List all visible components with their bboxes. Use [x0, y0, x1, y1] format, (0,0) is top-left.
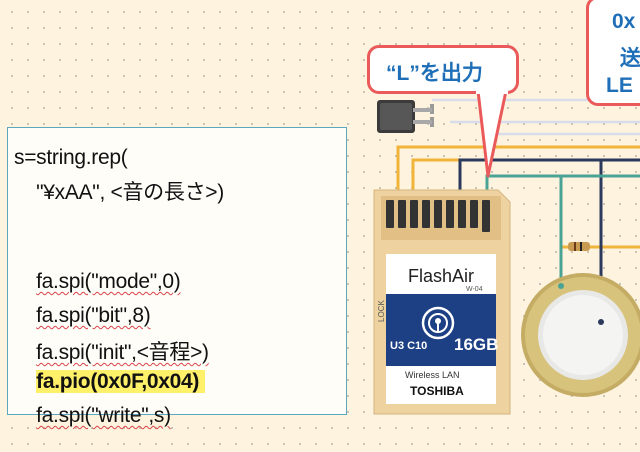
- code-line-5: fa.spi("init",<音程>): [14, 312, 209, 390]
- callout-right-line2: 送: [620, 47, 640, 70]
- sd-lock-label: LOCK: [377, 300, 386, 322]
- sd-brand-label: FlashAir: [408, 266, 475, 286]
- code-line-6-highlighted: fa.pio(0x0F,0x04): [14, 346, 206, 418]
- callout-right-line1: 0x: [612, 10, 636, 33]
- code-line-2: "¥xAA", <音の長さ>): [14, 181, 224, 204]
- callout-output-l-pointer: [476, 88, 508, 178]
- transistor-icon: [377, 100, 434, 133]
- piezo-buzzer-icon: [521, 273, 640, 397]
- code-line-4: fa.spi("bit",8): [14, 280, 151, 352]
- code-line-7: fa.spi("write",s): [14, 380, 171, 452]
- sd-maker-label: TOSHIBA: [410, 384, 464, 398]
- sd-capacity-label: 16GB: [454, 335, 499, 354]
- code-panel: s=string.rep( "¥xAA", <音の長さ>) fa.spi("mo…: [7, 127, 347, 427]
- code-line-3: fa.spi("mode",0): [14, 246, 181, 318]
- code-line-4-text: fa.spi("bit",8): [36, 304, 151, 327]
- code-line-5-text: fa.spi("init",<音程>): [36, 341, 209, 364]
- resistor-icon: [568, 242, 590, 251]
- callout-right: [586, 0, 640, 106]
- code-line-3-text: fa.spi("mode",0): [36, 270, 181, 293]
- callout-output-l-text: “L”を出力: [386, 62, 483, 85]
- callout-right-line3: LE: [606, 74, 633, 97]
- sd-class-marks: U3 C10: [390, 340, 428, 352]
- sd-card: [373, 189, 511, 415]
- sd-wireless-label: Wireless LAN: [405, 370, 460, 380]
- sd-model-label: W-04: [466, 286, 483, 293]
- code-line-6-text: fa.pio(0x0F,0x04): [36, 370, 206, 393]
- circuit-diagram: [373, 98, 640, 415]
- code-line-1: s=string.rep(: [14, 146, 128, 169]
- callout-output-l: [367, 45, 519, 94]
- code-line-7-text: fa.spi("write",s): [36, 404, 171, 427]
